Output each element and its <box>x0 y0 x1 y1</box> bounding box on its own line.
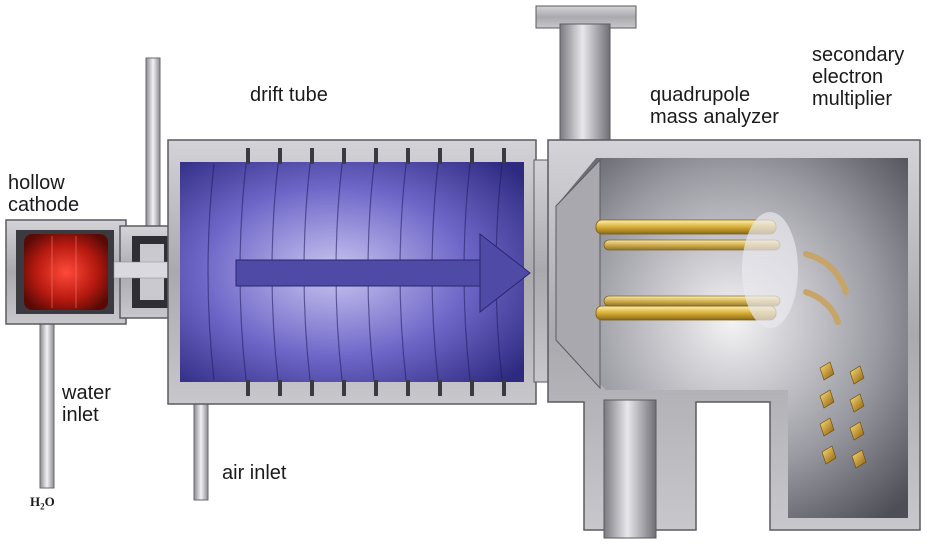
upper-vacuum-pipe <box>145 57 161 229</box>
label-hollow-cathode: hollow cathode <box>8 172 79 216</box>
analyzer-chamber <box>547 139 921 539</box>
label-quadrupole: quadrupole mass analyzer <box>650 84 779 128</box>
label-hollow-cathode-line2: cathode <box>8 194 80 216</box>
label-air-inlet: air inlet <box>222 462 287 484</box>
label-water-inlet-line1: water <box>62 382 111 404</box>
source-drift-connector <box>113 225 177 319</box>
ion-flow-arrow <box>235 232 531 314</box>
hollow-cathode <box>5 219 127 325</box>
h2o-sub: 2 <box>40 501 45 512</box>
ion-deflector <box>803 251 849 325</box>
label-water-inlet-line2: inlet <box>62 404 99 426</box>
water-inlet-pipe <box>39 319 55 489</box>
air-inlet-pipe <box>193 389 209 501</box>
quadrupole-rods <box>595 212 798 328</box>
label-quadrupole-line2: mass analyzer <box>650 106 779 128</box>
drift-tube <box>167 139 537 405</box>
label-water-inlet: water inlet <box>62 382 111 426</box>
label-hollow-cathode-line1: hollow <box>8 172 65 194</box>
electron-multiplier <box>819 361 867 469</box>
h2o-o: O <box>44 494 55 509</box>
drift-end-plate <box>533 159 549 383</box>
label-quadrupole-line1: quadrupole <box>650 84 751 106</box>
label-sem-line3: multiplier <box>812 88 893 110</box>
label-secondary-electron-multiplier: secondary electron multiplier <box>812 44 904 110</box>
label-sem-line1: secondary <box>812 44 905 66</box>
label-h2o: H2O <box>30 494 55 512</box>
label-drift-tube: drift tube <box>250 84 328 106</box>
label-sem-line2: electron <box>812 66 884 88</box>
h2o-h: H <box>30 494 41 509</box>
